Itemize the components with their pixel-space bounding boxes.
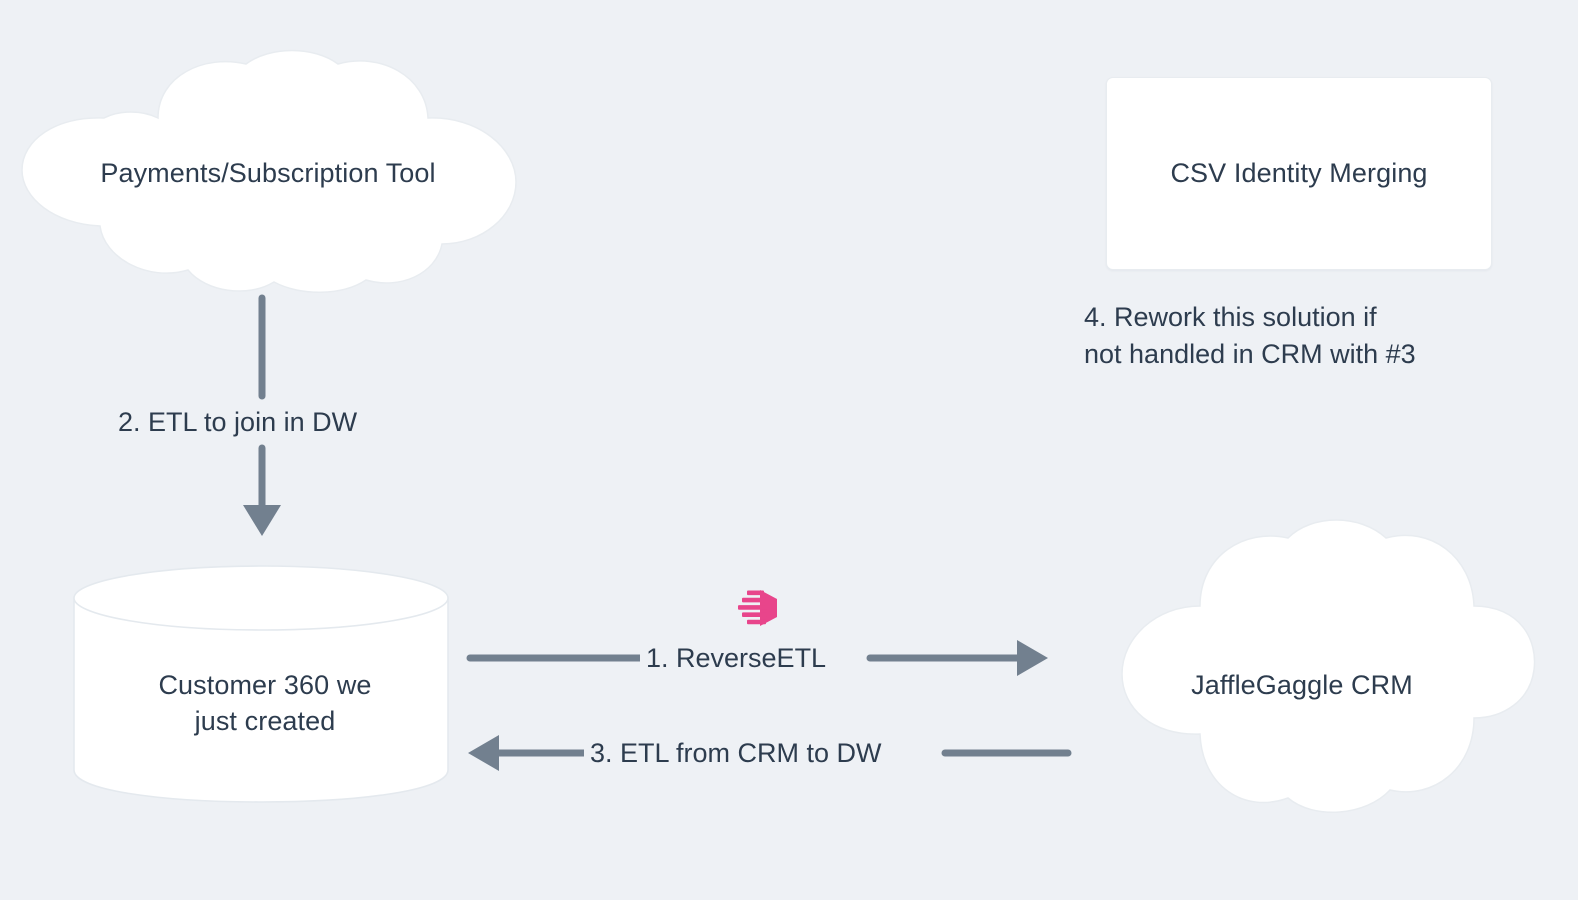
arrowhead-left-icon [468, 735, 499, 771]
cylinder-body-shape [73, 597, 449, 803]
cloud-shape [1121, 519, 1536, 813]
node-csv-identity-merging[interactable]: CSV Identity Merging [1106, 77, 1492, 270]
node-jafflegaggle-crm[interactable]: JaffleGaggle CRM [1060, 512, 1544, 848]
edge-label-etl-from-crm: 3. ETL from CRM to DW [584, 737, 888, 770]
arrowhead-down-icon [243, 505, 281, 536]
edge-label-etl-join-dw: 2. ETL to join in DW [112, 406, 364, 439]
node-payments-subscription-tool[interactable]: Payments/Subscription Tool [8, 49, 528, 293]
node-csv-identity-merging-label: CSV Identity Merging [1170, 157, 1428, 188]
annotation-rework-note: 4. Rework this solution if not handled i… [1084, 302, 1416, 370]
hex-logo-icon [735, 588, 781, 628]
node-customer-360-warehouse[interactable]: Customer 360 we just created [70, 562, 460, 806]
edge-label-reverse-etl: 1. ReverseETL [640, 642, 833, 675]
cylinder-top-ellipse [73, 565, 449, 631]
arrowhead-right-icon [1017, 640, 1048, 676]
cloud-shape [21, 49, 517, 293]
